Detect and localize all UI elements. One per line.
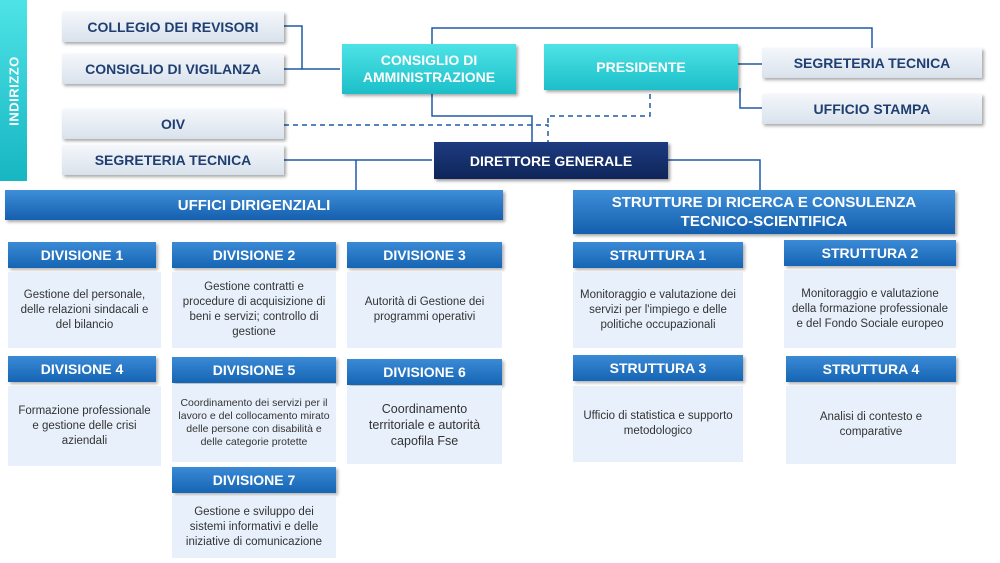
divisione-6-header: DIVISIONE 6 xyxy=(347,359,502,385)
divisione-1-header: DIVISIONE 1 xyxy=(8,242,156,268)
struttura-1-description: Monitoraggio e valutazione dei servizi p… xyxy=(573,272,743,348)
box-consiglio-vigilanza: CONSIGLIO DI VIGILANZA xyxy=(62,54,284,84)
struttura-4-description: Analisi di contesto e comparative xyxy=(786,386,956,464)
box-consiglio-amministrazione: CONSIGLIO DI AMMINISTRAZIONE xyxy=(342,44,516,94)
box-label: PRESIDENTE xyxy=(596,58,686,75)
box-label: CONSIGLIO DI VIGILANZA xyxy=(85,61,261,77)
band-label: UFFICI DIRIGENZIALI xyxy=(177,196,331,214)
divisione-2-description: Gestione contratti e procedure di acquis… xyxy=(172,272,336,348)
struttura-3-description: Ufficio di statistica e supporto metodol… xyxy=(573,386,743,462)
divisione-2-header: DIVISIONE 2 xyxy=(172,242,336,268)
divisione-3-header: DIVISIONE 3 xyxy=(347,242,502,268)
box-label: UFFICIO STAMPA xyxy=(813,101,931,117)
divisione-1-description: Gestione del personale, delle relazioni … xyxy=(8,272,161,348)
divisione-4-description: Formazione professionale e gestione dell… xyxy=(8,386,161,466)
band-uffici-dirigenziali: UFFICI DIRIGENZIALI xyxy=(5,190,503,220)
band-label: STRUTTURE DI RICERCA E CONSULENZA TECNIC… xyxy=(611,194,917,230)
struttura-1-header: STRUTTURA 1 xyxy=(573,242,743,268)
divisione-5-header: DIVISIONE 5 xyxy=(172,357,336,383)
box-label: OIV xyxy=(160,116,186,132)
box-segreteria-tecnica-left: SEGRETERIA TECNICA xyxy=(62,145,284,175)
struttura-2-header: STRUTTURA 2 xyxy=(784,240,956,266)
band-strutture-ricerca: STRUTTURE DI RICERCA E CONSULENZA TECNIC… xyxy=(573,190,955,234)
box-label: CONSIGLIO DI AMMINISTRAZIONE xyxy=(362,52,496,85)
divisione-7-description: Gestione e sviluppo dei sistemi informat… xyxy=(172,496,336,558)
divisione-5-description: Coordinamento dei servizi per il lavoro … xyxy=(172,384,336,462)
struttura-2-description: Monitoraggio e valutazione della formazi… xyxy=(784,270,956,348)
box-segreteria-tecnica-right: SEGRETERIA TECNICA xyxy=(762,48,982,78)
box-oiv: OIV xyxy=(62,109,284,139)
struttura-4-header: STRUTTURA 4 xyxy=(786,356,956,382)
box-label: COLLEGIO DEI REVISORI xyxy=(87,19,259,35)
box-presidente: PRESIDENTE xyxy=(544,44,738,90)
divisione-3-description: Autorità di Gestione dei programmi opera… xyxy=(347,272,502,348)
side-label-indirizzo: INDIRIZZO xyxy=(0,0,27,181)
box-ufficio-stampa: UFFICIO STAMPA xyxy=(762,94,982,124)
box-label: SEGRETERIA TECNICA xyxy=(94,152,252,168)
divisione-4-header: DIVISIONE 4 xyxy=(8,356,156,382)
divisione-6-description: Coordinamento territoriale e autorità ca… xyxy=(347,386,502,464)
divisione-7-header: DIVISIONE 7 xyxy=(172,467,336,493)
box-label: DIRETTORE GENERALE xyxy=(469,152,633,169)
box-direttore-generale: DIRETTORE GENERALE xyxy=(434,142,668,179)
box-label: SEGRETERIA TECNICA xyxy=(793,55,951,71)
box-collegio-revisori: COLLEGIO DEI REVISORI xyxy=(62,12,284,42)
struttura-3-header: STRUTTURA 3 xyxy=(573,355,743,381)
